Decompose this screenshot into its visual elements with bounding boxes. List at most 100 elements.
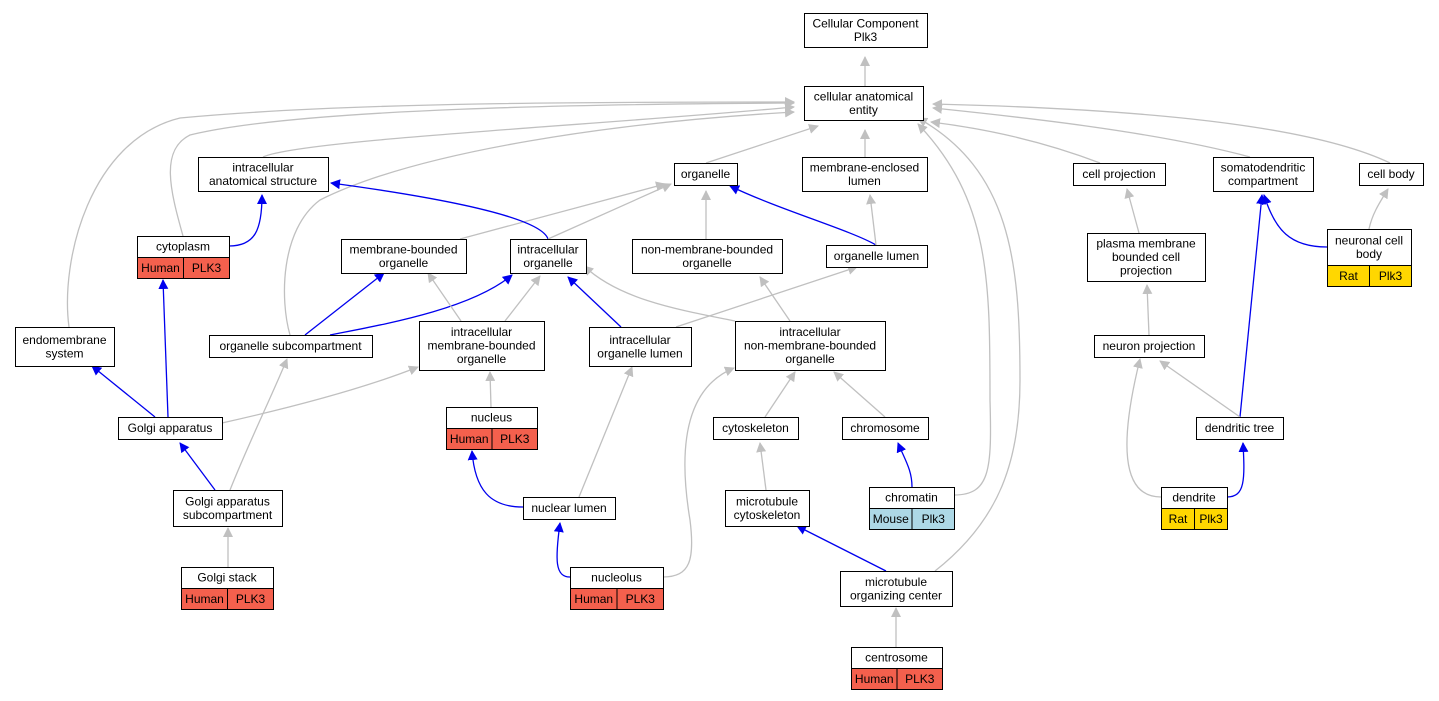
term-label: intracellular [609,333,670,347]
gray-edge [283,107,795,336]
gene-label: Plk3 [922,512,946,526]
term-node-golgi-apparatus[interactable]: Golgi apparatus [118,417,223,440]
gray-edge [930,118,1101,164]
species-label: Rat [1339,269,1358,283]
blue-edge [896,442,913,488]
term-node-cell-projection[interactable]: cell projection [1073,163,1166,186]
term-box [725,490,810,527]
gray-edge [583,265,736,322]
gray-edge [427,272,462,322]
gray-edge [764,371,796,418]
term-box [826,245,928,268]
gray-edge [917,123,992,496]
term-box [840,571,953,607]
term-label: intracellular [517,242,578,256]
term-box [713,417,799,440]
gray-edge [675,265,858,328]
term-label: compartment [1228,174,1299,188]
term-node-organelle-lumen[interactable]: organelle lumen [826,245,928,268]
term-node-organelle[interactable]: organelle [674,163,738,186]
gray-edge [1368,188,1389,230]
gray-edge [1159,360,1241,418]
gene-label: PLK3 [236,592,266,606]
term-box [632,239,783,274]
gray-edge [485,371,496,408]
term-label: cellular anatomical [814,89,913,103]
term-label: cell body [1367,167,1414,181]
term-label: subcompartment [183,508,273,522]
term-box [735,321,886,371]
term-label: membrane-bounded [427,339,535,353]
term-label: organelle [682,256,732,270]
term-label: microtubule [736,494,798,508]
gray-edge [756,442,767,491]
term-box [523,497,616,520]
term-box [1196,417,1284,440]
gray-edge [1142,284,1153,336]
term-node-organelle-subcompartment[interactable]: organelle subcompartment [209,335,373,358]
species-label: Rat [1169,512,1188,526]
gene-label: Plk3 [1379,269,1403,283]
term-node-dendritic-tree[interactable]: dendritic tree [1196,417,1284,440]
term-node-cell-body[interactable]: cell body [1359,163,1424,186]
species-label: Mouse [873,512,909,526]
term-label: anatomical structure [209,174,317,188]
term-box [842,417,929,440]
term-label: organizing center [850,588,942,602]
term-box [510,239,587,274]
gene-badge [896,668,943,690]
term-label: membrane-enclosed [810,160,919,174]
term-node-chromosome[interactable]: chromosome [842,417,929,440]
term-label: Plk3 [854,30,878,44]
term-box [804,13,928,48]
term-label: organelle subcompartment [219,339,362,353]
term-label: lumen [848,174,881,188]
term-node-intracellular-non-membrane-bounded-organelle[interactable]: intracellularnon-membrane-boundedorganel… [735,321,886,371]
gene-label: PLK3 [500,432,530,446]
term-label: organelle [785,352,835,366]
term-box [15,327,115,367]
gray-edge [459,181,666,240]
term-label: neuronal cell [1335,233,1403,247]
term-label: Cellular Component [812,16,919,30]
term-label: cell projection [1082,167,1155,181]
term-label: endomembrane [22,333,106,347]
blue-edge [91,365,156,418]
term-label: organelle [523,256,573,270]
term-box [674,163,738,186]
term-node-nuclear-lumen[interactable]: nuclear lumen [523,497,616,520]
blue-edge [467,450,524,508]
gray-edge [1126,358,1162,498]
gray-edge [866,194,877,246]
term-label: cytoplasm [156,240,210,254]
gray-edge [547,183,672,240]
term-node-neuron-projection[interactable]: neuron projection [1094,335,1205,358]
term-node-cytoskeleton[interactable]: cytoskeleton [713,417,799,440]
term-box [1073,163,1166,186]
term-box [589,327,692,367]
term-label: centrosome [865,651,928,665]
